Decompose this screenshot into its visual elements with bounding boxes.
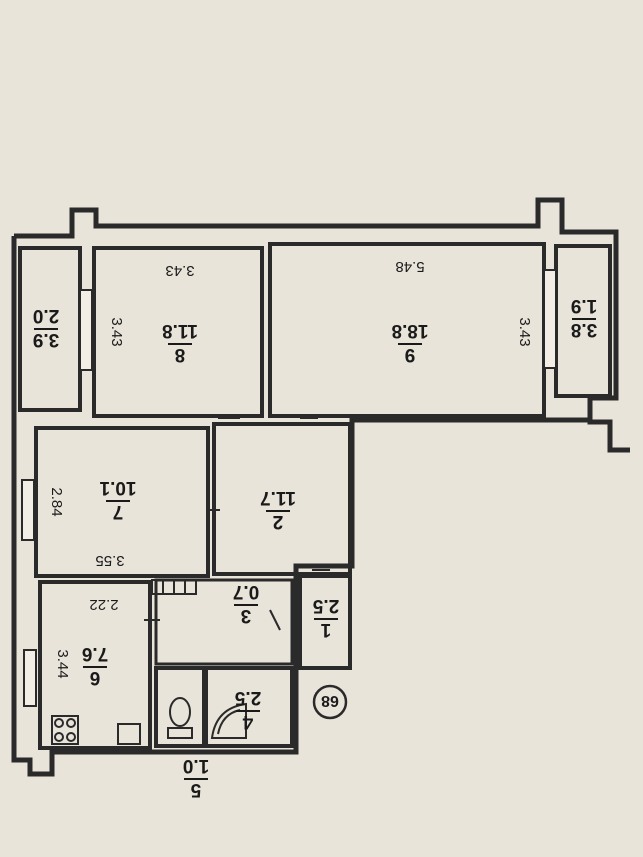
room-4 (204, 666, 294, 748)
room-label: 811.8 (162, 320, 198, 365)
plan-badge: 68 (321, 692, 339, 709)
room-label: 30.7 (233, 581, 259, 626)
dimension-label: 2.84 (48, 487, 65, 516)
room-3 (154, 578, 294, 666)
room-area: 2.5 (312, 595, 339, 616)
dimension-label: 3.44 (54, 649, 71, 678)
room-label: 51.0 (183, 755, 209, 800)
room-number: 1 (320, 619, 331, 640)
radiator (151, 579, 197, 595)
room-7 (34, 426, 210, 578)
toilet-icon (167, 697, 193, 739)
room-number: 5 (190, 779, 201, 800)
room-area: 11.8 (162, 320, 198, 341)
room-number: 9 (405, 344, 416, 365)
door-marks (144, 417, 330, 665)
room-area: 1.9 (571, 295, 597, 316)
room-1 (298, 574, 352, 670)
room-area: 18.8 (392, 320, 429, 341)
dimension-label: 5.48 (395, 258, 424, 275)
room-number: 3.9 (33, 329, 59, 350)
room-labels: 811.8918.8710.1211.730.712.567.642.551.0… (33, 295, 597, 800)
room-label: 211.7 (260, 487, 296, 532)
dimension-label: 3.55 (95, 552, 124, 569)
room-area: 2.5 (234, 687, 261, 708)
room-8 (92, 246, 264, 418)
room-label: 12.5 (312, 595, 339, 640)
room-area: 2.0 (33, 305, 59, 326)
room-label: 3.81.9 (571, 295, 597, 340)
room-number: 3.8 (571, 319, 597, 340)
room-number: 6 (90, 667, 101, 688)
room-label: 710.1 (99, 477, 136, 522)
room-number: 4 (242, 711, 253, 732)
room-2 (212, 422, 352, 576)
dimension-label: 2.22 (89, 596, 118, 613)
room-label: 67.6 (82, 643, 108, 688)
dimension-labels: 3.43 5.48 3.43 3.43 2.84 3.55 2.22 3.44 (48, 258, 533, 679)
dimension-label: 3.43 (516, 317, 533, 346)
room-6 (38, 580, 152, 750)
room-number: 8 (175, 344, 186, 365)
sink-icon (117, 723, 141, 745)
room-area: 10.1 (99, 477, 136, 498)
room-label: 3.92.0 (33, 305, 59, 350)
dimension-label: 3.43 (108, 317, 125, 346)
room-label: 918.8 (392, 320, 429, 365)
dimension-label: 3.43 (165, 262, 194, 279)
room-number: 7 (113, 501, 124, 522)
stove-icon (51, 715, 79, 745)
room-area: 0.7 (233, 581, 259, 602)
room-label: 42.5 (234, 687, 261, 732)
plan-badge-circle (312, 684, 348, 720)
room-number: 2 (273, 511, 284, 532)
room-area: 7.6 (82, 643, 108, 664)
window-marks (21, 269, 557, 707)
room-number: 3 (241, 605, 252, 626)
room-area: 1.0 (183, 755, 209, 776)
room-area: 11.7 (260, 487, 296, 508)
